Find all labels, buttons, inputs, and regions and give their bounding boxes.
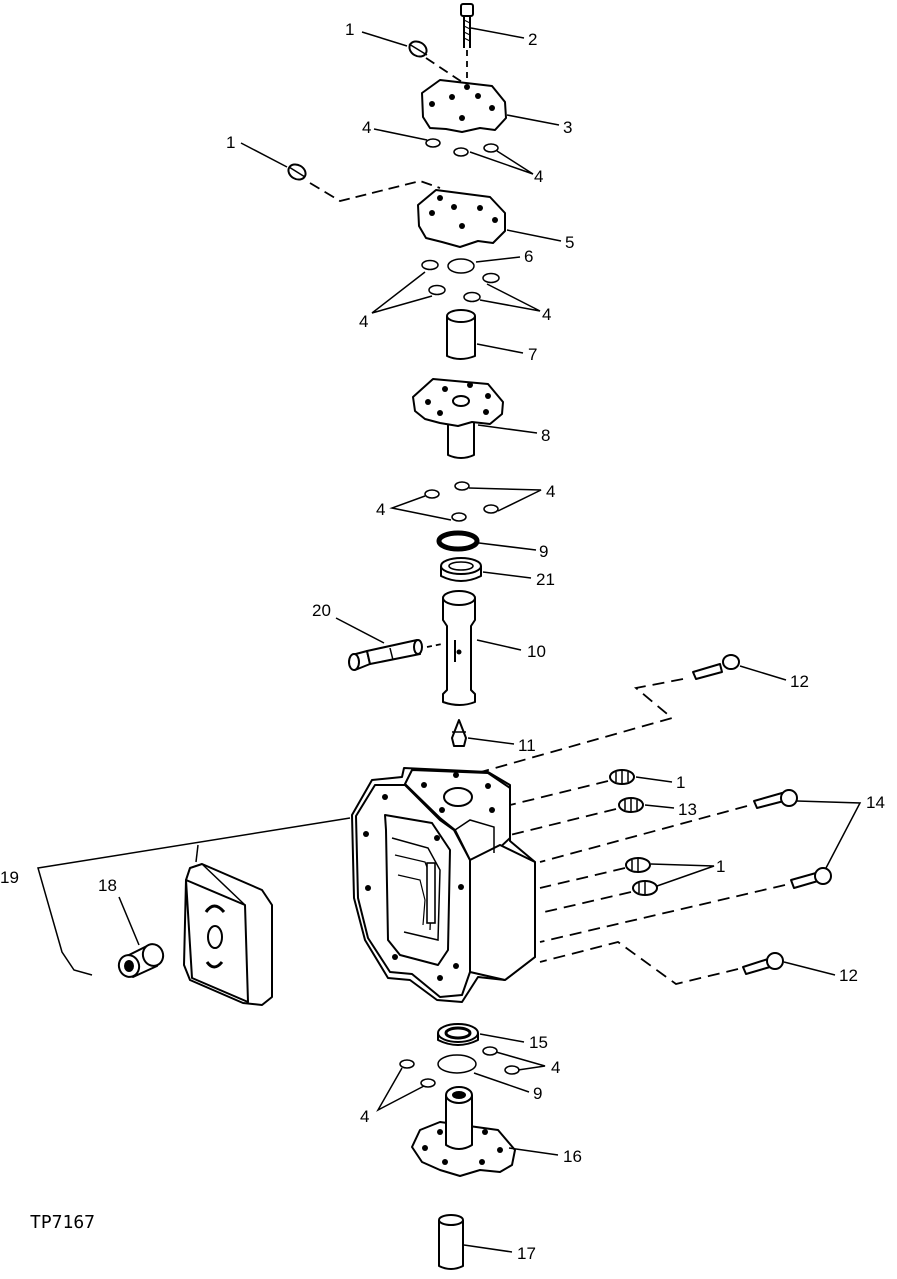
part-16-lower-plate (411, 1086, 516, 1177)
callout-1: 1 (226, 133, 235, 152)
callout-3: 3 (563, 118, 572, 137)
callout-1: 1 (345, 20, 354, 39)
callout-1: 1 (676, 773, 685, 792)
part-20-pin (348, 639, 443, 671)
callout-4: 4 (551, 1058, 560, 1077)
part-21-bearing (440, 557, 482, 582)
part-7-sleeve (446, 309, 476, 360)
main-housing (351, 767, 536, 1003)
callout-5: 5 (565, 233, 574, 252)
callout-labels: 1 2 3 4 4 1 5 6 4 4 7 8 4 4 9 21 20 10 1… (0, 20, 885, 1263)
callout-11: 11 (518, 736, 536, 755)
callout-6: 6 (524, 247, 533, 266)
part-8-plate-shaft (412, 378, 504, 459)
part-14-cap-screw-upper (753, 789, 798, 809)
callout-19: 19 (0, 868, 19, 887)
part-5-plate (417, 189, 506, 248)
callout-4: 4 (360, 1107, 369, 1126)
o-rings-group-b (421, 258, 500, 303)
part-15-seal (437, 1023, 479, 1046)
o-rings-group-c (424, 481, 499, 522)
part-17-pin (438, 1214, 464, 1270)
callout-10: 10 (527, 642, 546, 661)
leader-lines (37, 27, 862, 1253)
part-1-plug-c (609, 769, 635, 785)
callout-12: 12 (790, 672, 809, 691)
callout-8: 8 (541, 426, 550, 445)
part-12-cap-screw-lower (742, 952, 784, 975)
part-9-seal-ring (436, 530, 480, 552)
part-12-cap-screw-upper (692, 654, 740, 680)
callout-4: 4 (546, 482, 555, 501)
callout-13: 13 (678, 800, 697, 819)
callout-14: 14 (866, 793, 885, 812)
callout-2: 2 (528, 30, 537, 49)
callout-17: 17 (517, 1244, 536, 1263)
callout-4: 4 (542, 305, 551, 324)
callout-15: 15 (529, 1033, 548, 1052)
part-1-plug-b (287, 163, 441, 202)
part-2-cap-screw (460, 3, 474, 85)
callout-7: 7 (528, 345, 537, 364)
part-14-cap-screw-lower (790, 867, 832, 889)
callout-9: 9 (533, 1084, 542, 1103)
callout-4: 4 (534, 167, 543, 186)
part-19-cover (183, 863, 273, 1006)
callout-4: 4 (362, 118, 371, 137)
callout-9: 9 (539, 542, 548, 561)
part-13-plug (618, 797, 644, 813)
callout-18: 18 (98, 876, 117, 895)
callout-21: 21 (536, 570, 555, 589)
part-11-nipple (451, 719, 467, 747)
callout-16: 16 (563, 1147, 582, 1166)
assembly-dashed-lines (480, 678, 786, 985)
figure-id-label: TP7167 (30, 1212, 95, 1233)
part-9-o-ring-lower (437, 1054, 477, 1074)
callout-1: 1 (716, 857, 725, 876)
callout-4: 4 (376, 500, 385, 519)
part-18-bushing (117, 943, 165, 978)
part-10-shaft (442, 590, 476, 706)
part-3-cover-plate (421, 79, 507, 133)
callout-4: 4 (359, 312, 368, 331)
callout-12: 12 (839, 966, 858, 985)
o-rings-group-a (425, 138, 499, 157)
part-1-plug-a (408, 40, 463, 83)
part-1-plug-d (625, 857, 658, 896)
callout-20: 20 (312, 601, 331, 620)
o-rings-group-d (399, 1046, 520, 1088)
